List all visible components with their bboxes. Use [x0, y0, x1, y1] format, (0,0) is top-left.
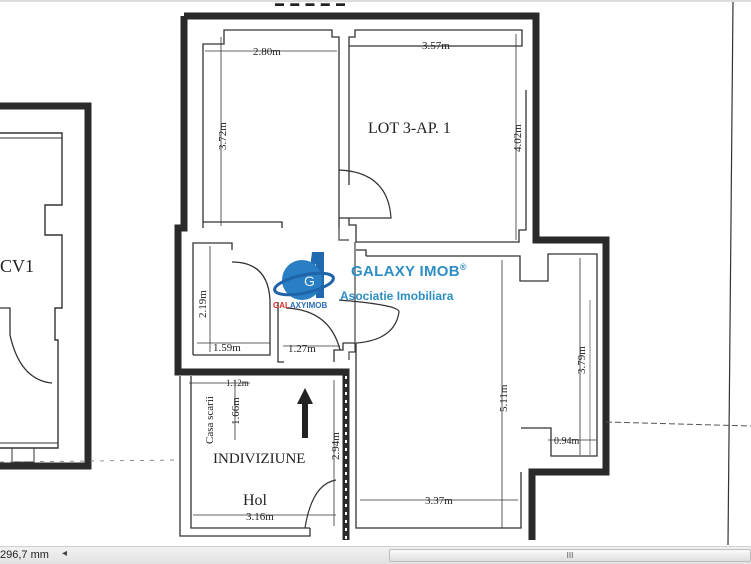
page-width-indicator: 296,7 mm — [0, 549, 49, 561]
dim-room1-width: 2.80m — [253, 46, 281, 58]
dim-niche-height: 3.79m — [576, 346, 588, 374]
horizontal-scrollbar[interactable]: III — [76, 548, 751, 562]
dim-niche-width: 0.94m — [554, 436, 580, 447]
status-bar: 296,7 mm ◂ III — [0, 546, 751, 564]
dim-room1-height: 3.72m — [217, 122, 229, 150]
watermark-brand-text: GALAXY IMOB — [351, 263, 460, 280]
room-1 — [202, 29, 340, 228]
dim-stair-width: 1.12m — [226, 378, 249, 388]
dim-hall-width: 1.27m — [288, 343, 316, 355]
hall-label: Hol — [243, 492, 268, 509]
boundary-line — [727, 2, 734, 546]
dim-room2-height: 4.02m — [512, 124, 524, 152]
dim-room3-height: 5.11m — [498, 384, 510, 412]
corridor-walls — [338, 228, 356, 360]
registered-mark: ® — [459, 262, 467, 272]
logo-small-blue: AXYIMOB — [289, 301, 328, 310]
boundary-dashed-line — [605, 421, 751, 427]
scrollbar-thumb[interactable]: III — [389, 549, 751, 562]
watermark-brand: GALAXY IMOB® — [351, 262, 467, 280]
dim-bath-height: 2.19m — [197, 290, 209, 318]
common-area-label: INDIVIZIUNE — [213, 451, 305, 467]
room-2 — [338, 29, 527, 243]
dim-room3-width: 3.37m — [425, 495, 453, 507]
unit-title: LOT 3-AP. 1 — [368, 120, 451, 137]
header-partial-text: ▬ ▬ ▬ ▬ ▬ — [275, 2, 347, 8]
common-hall — [179, 376, 337, 537]
watermark-tagline: Asociatie Imobiliara — [340, 289, 454, 303]
logo-small-red: GAL — [273, 301, 290, 310]
floor-plan-canvas: ▬ ▬ ▬ ▬ ▬ 2.80m 3.72m LOT 3-AP. 1 3.57m … — [0, 2, 751, 546]
dim-stair-height: 1.66m — [230, 397, 242, 425]
neighbor-label: CV1 — [0, 256, 34, 276]
dim-hol-height: 2.94m — [330, 432, 342, 460]
logo-small-brand: GALAXYIMOB — [273, 301, 327, 310]
scroll-left-arrow-icon[interactable]: ◂ — [62, 548, 68, 559]
room-3 — [338, 249, 598, 529]
neighbor-unit-cv1 — [0, 102, 92, 470]
svg-text:G: G — [304, 273, 315, 289]
dim-bath-width: 1.59m — [213, 342, 241, 354]
dim-room2-width: 3.57m — [422, 40, 450, 52]
small-hall — [277, 302, 355, 363]
bathroom — [192, 242, 271, 356]
galaxy-imob-logo-icon: G — [272, 250, 348, 315]
top-border — [0, 0, 751, 2]
dim-hol-width: 3.16m — [246, 511, 274, 523]
stair-label: Casa scarii — [204, 396, 216, 444]
